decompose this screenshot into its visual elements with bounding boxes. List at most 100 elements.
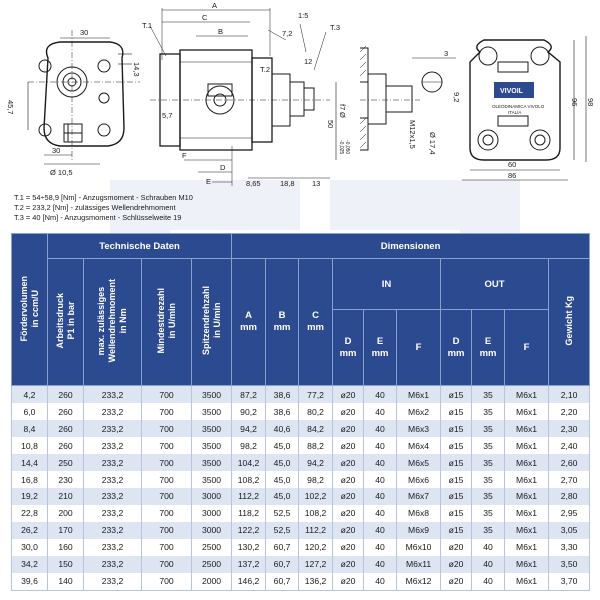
table-cell: M6x1 — [504, 572, 550, 591]
table-cell: 22,8 — [11, 504, 48, 522]
table-cell: M6x6 — [396, 471, 442, 488]
table-cell: 10,8 — [11, 437, 48, 455]
table-cell: 150 — [47, 555, 84, 573]
table-cell: 233,2 — [83, 437, 142, 455]
header-displacement: Fördervolumen in ccm/U — [11, 233, 48, 386]
table-cell: 40 — [471, 572, 506, 591]
dim-label: 12 — [304, 57, 312, 66]
table-cell: 260 — [47, 403, 84, 421]
table-cell: ø20 — [332, 385, 365, 404]
table-cell: 45,0 — [265, 471, 300, 488]
table-cell: 2,40 — [548, 437, 591, 455]
table-cell: 700 — [141, 454, 192, 472]
table-cell: 45,0 — [265, 437, 300, 455]
table-cell: 118,2 — [231, 504, 267, 522]
table-cell: M6x1 — [504, 538, 550, 556]
dim-label: B — [218, 27, 223, 36]
table-cell: 40,6 — [265, 420, 300, 438]
header-torque: max. zulässiges Wellendrehmoment in Nm — [83, 258, 142, 386]
table-cell: 210 — [47, 487, 84, 505]
table-cell: 35 — [471, 385, 506, 404]
table-cell: 3,70 — [548, 572, 591, 591]
table-cell: 34,2 — [11, 555, 48, 573]
table-cell: 120,2 — [298, 538, 334, 556]
table-cell: 260 — [47, 420, 84, 438]
table-cell: M6x4 — [396, 437, 442, 455]
header-group-out: OUT — [440, 258, 550, 310]
table-cell: 233,2 — [83, 385, 142, 404]
table-cell: 260 — [47, 385, 84, 404]
table-cell: M6x9 — [396, 521, 442, 539]
table-cell: ø20 — [332, 538, 365, 556]
table-cell: 130,2 — [231, 538, 267, 556]
table-cell: 6,0 — [11, 403, 48, 421]
table-cell: M6x1 — [504, 521, 550, 539]
header-in-f: F — [396, 309, 442, 386]
header-out-f: F — [504, 309, 550, 386]
dim-label: 86 — [508, 171, 516, 180]
dim-label: 60 — [508, 160, 516, 169]
table-cell: ø20 — [440, 555, 473, 573]
note-t3: T.3 = 40 [Nm] - Anzugsmoment - Schlüssel… — [14, 213, 182, 222]
table-cell: 146,2 — [231, 572, 267, 591]
table-cell: 3500 — [191, 403, 233, 421]
table-cell: 40 — [471, 555, 506, 573]
table-cell: 98,2 — [298, 471, 334, 488]
table-cell: 40 — [363, 454, 398, 472]
table-cell: 80,2 — [298, 403, 334, 421]
table-cell: 700 — [141, 538, 192, 556]
table-cell: 3,30 — [548, 538, 591, 556]
table-cell: 233,2 — [83, 521, 142, 539]
table-cell: 94,2 — [231, 420, 267, 438]
table-cell: 700 — [141, 385, 192, 404]
table-cell: 60,7 — [265, 572, 300, 591]
table-cell: 26,2 — [11, 521, 48, 539]
table-cell: 45,0 — [265, 454, 300, 472]
dim-label: T.3 — [330, 23, 340, 32]
pump-brand-country: ITALIA — [508, 110, 521, 115]
table-cell: ø20 — [332, 504, 365, 522]
dim-label: M12x1,5 — [408, 120, 417, 149]
table-cell: 233,2 — [83, 538, 142, 556]
table-cell: ø20 — [332, 403, 365, 421]
table-cell: 3500 — [191, 385, 233, 404]
table-cell: 40 — [363, 385, 398, 404]
table-cell: 40 — [471, 538, 506, 556]
dim-label: -0,050 — [344, 140, 350, 154]
table-cell: M6x1 — [504, 420, 550, 438]
table-cell: ø15 — [440, 521, 473, 539]
table-cell: 2500 — [191, 555, 233, 573]
dim-label: Ø 17,4 — [428, 132, 437, 155]
table-cell: M6x1 — [504, 437, 550, 455]
table-cell: 90,2 — [231, 403, 267, 421]
table-cell: ø20 — [332, 420, 365, 438]
table-cell: 35 — [471, 521, 506, 539]
table-cell: M6x1 — [504, 504, 550, 522]
table-cell: 3500 — [191, 437, 233, 455]
table-cell: 8,4 — [11, 420, 48, 438]
table-cell: 98,2 — [231, 437, 267, 455]
table-cell: 52,5 — [265, 504, 300, 522]
table-cell: ø20 — [440, 572, 473, 591]
table-cell: ø20 — [332, 572, 365, 591]
table-cell: M6x11 — [396, 555, 442, 573]
table-cell: ø15 — [440, 471, 473, 488]
table-cell: 45,0 — [265, 487, 300, 505]
pump-brand-sub: OLEODINAMICA VIVOLO — [492, 104, 545, 109]
table-cell: 233,2 — [83, 471, 142, 488]
table-cell: M6x1 — [504, 385, 550, 404]
table-cell: ø20 — [332, 471, 365, 488]
dim-label: T.2 — [260, 65, 270, 74]
table-cell: 77,2 — [298, 385, 334, 404]
dim-label: 98 — [586, 98, 595, 106]
table-cell: 200 — [47, 504, 84, 522]
technical-drawing: 30 14,3 45,7 30 Ø 10,5 A C B T.1 T.2 T.3… — [6, 1, 595, 188]
table-cell: 260 — [47, 437, 84, 455]
